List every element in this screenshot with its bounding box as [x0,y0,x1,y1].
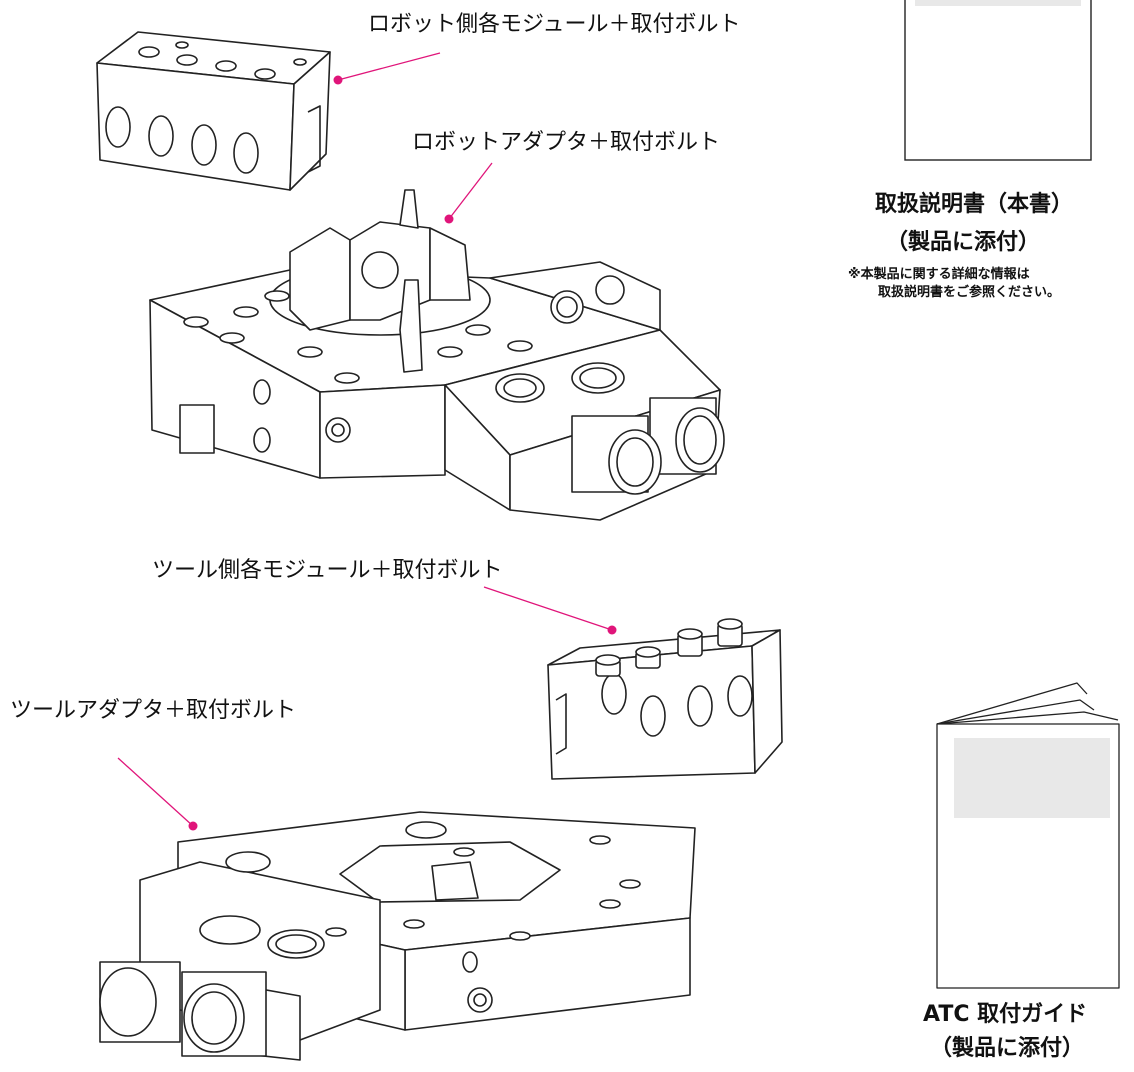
manual-title: 取扱説明書（本書） [875,192,1074,217]
label-robot-side-module: ロボット側各モジュール＋取付ボルト [368,12,741,37]
label-tool-side-module: ツール側各モジュール＋取付ボルト [152,558,503,583]
manual-note-line1: ※本製品に関する詳細な情報は [848,267,1030,282]
atc-guide-booklet [936,682,1120,989]
robot-side-module [96,31,331,191]
label-robot-adapter: ロボットアダプタ＋取付ボルト [412,130,721,155]
leader-lines [117,52,617,831]
atc-guide-subtitle: （製品に添付） [930,1036,1085,1061]
manual-subtitle: （製品に添付） [886,230,1041,255]
manual-note-line2: 取扱説明書をご参照ください。 [878,285,1061,300]
robot-adapter [149,189,725,521]
atc-guide-title: ATC 取付ガイド [923,1002,1088,1027]
tool-side-module [547,618,783,780]
tool-adapter [99,811,696,1061]
label-tool-adapter: ツールアダプタ＋取付ボルト [10,698,297,723]
manual-booklet [904,0,1092,161]
